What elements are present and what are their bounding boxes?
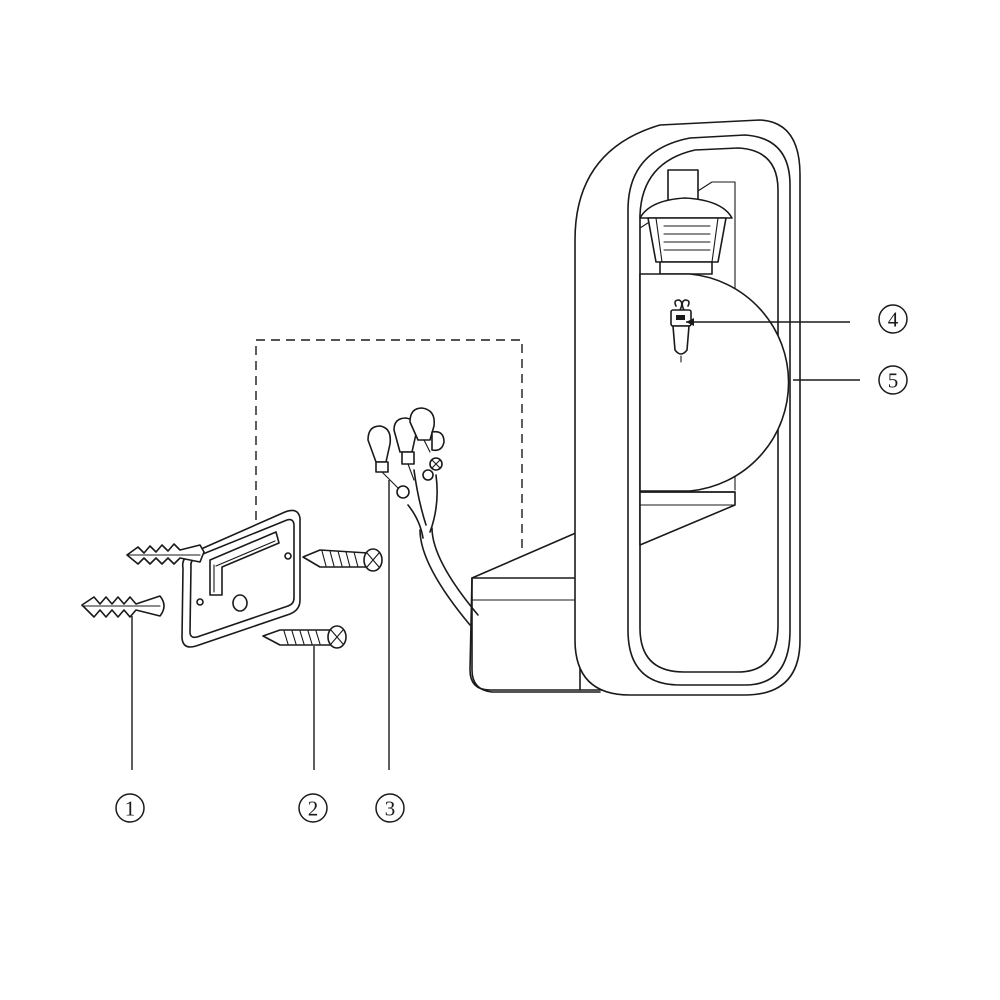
callout-badge-4: 4 — [878, 304, 908, 334]
callout-leaders — [131, 318, 860, 770]
alignment-dashed-line — [255, 339, 523, 548]
mounting-screw — [302, 548, 383, 572]
callout-badge-2: 2 — [298, 793, 328, 823]
callout-label: 5 — [888, 369, 899, 393]
callout-label: 3 — [385, 797, 396, 821]
callout-badge-1: 1 — [115, 793, 145, 823]
lamp-fixture — [469, 119, 801, 696]
callout-label: 4 — [888, 308, 899, 332]
callout-badge-3: 3 — [375, 793, 405, 823]
callout-label: 2 — [308, 797, 319, 821]
mounting-plate — [181, 509, 301, 648]
wire-connector — [367, 407, 479, 626]
callout-badge-5: 5 — [878, 365, 908, 395]
arrow-icon — [686, 318, 694, 326]
wall-anchor — [126, 543, 205, 565]
bulb-socket — [639, 169, 733, 275]
callout-label: 1 — [125, 797, 136, 821]
wall-anchor — [81, 595, 165, 618]
mounting-screw — [262, 625, 347, 649]
